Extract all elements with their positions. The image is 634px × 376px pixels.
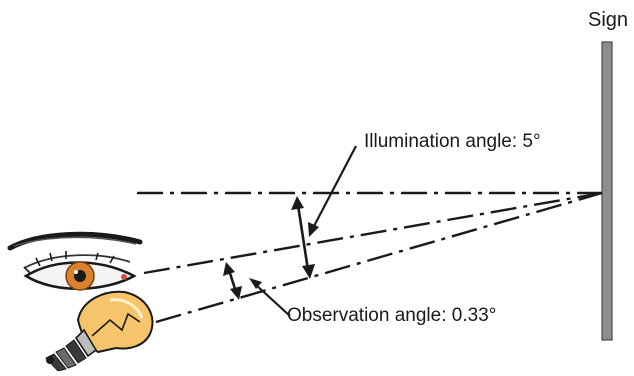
eye-icon bbox=[10, 234, 140, 290]
light-bulb-icon bbox=[46, 292, 152, 371]
observation-line bbox=[144, 193, 602, 273]
sign-label: Sign bbox=[588, 10, 628, 30]
illumination-leader bbox=[308, 146, 356, 237]
observation-angle-arrow bbox=[223, 262, 242, 300]
sign-panel bbox=[602, 42, 612, 340]
illumination-angle-arrow bbox=[291, 196, 315, 279]
observation-angle-label: Observation angle: 0.33° bbox=[287, 306, 496, 325]
observation-leader bbox=[249, 278, 290, 316]
illumination-angle-label: Illumination angle: 5° bbox=[364, 132, 541, 151]
illumination-line bbox=[156, 193, 602, 322]
